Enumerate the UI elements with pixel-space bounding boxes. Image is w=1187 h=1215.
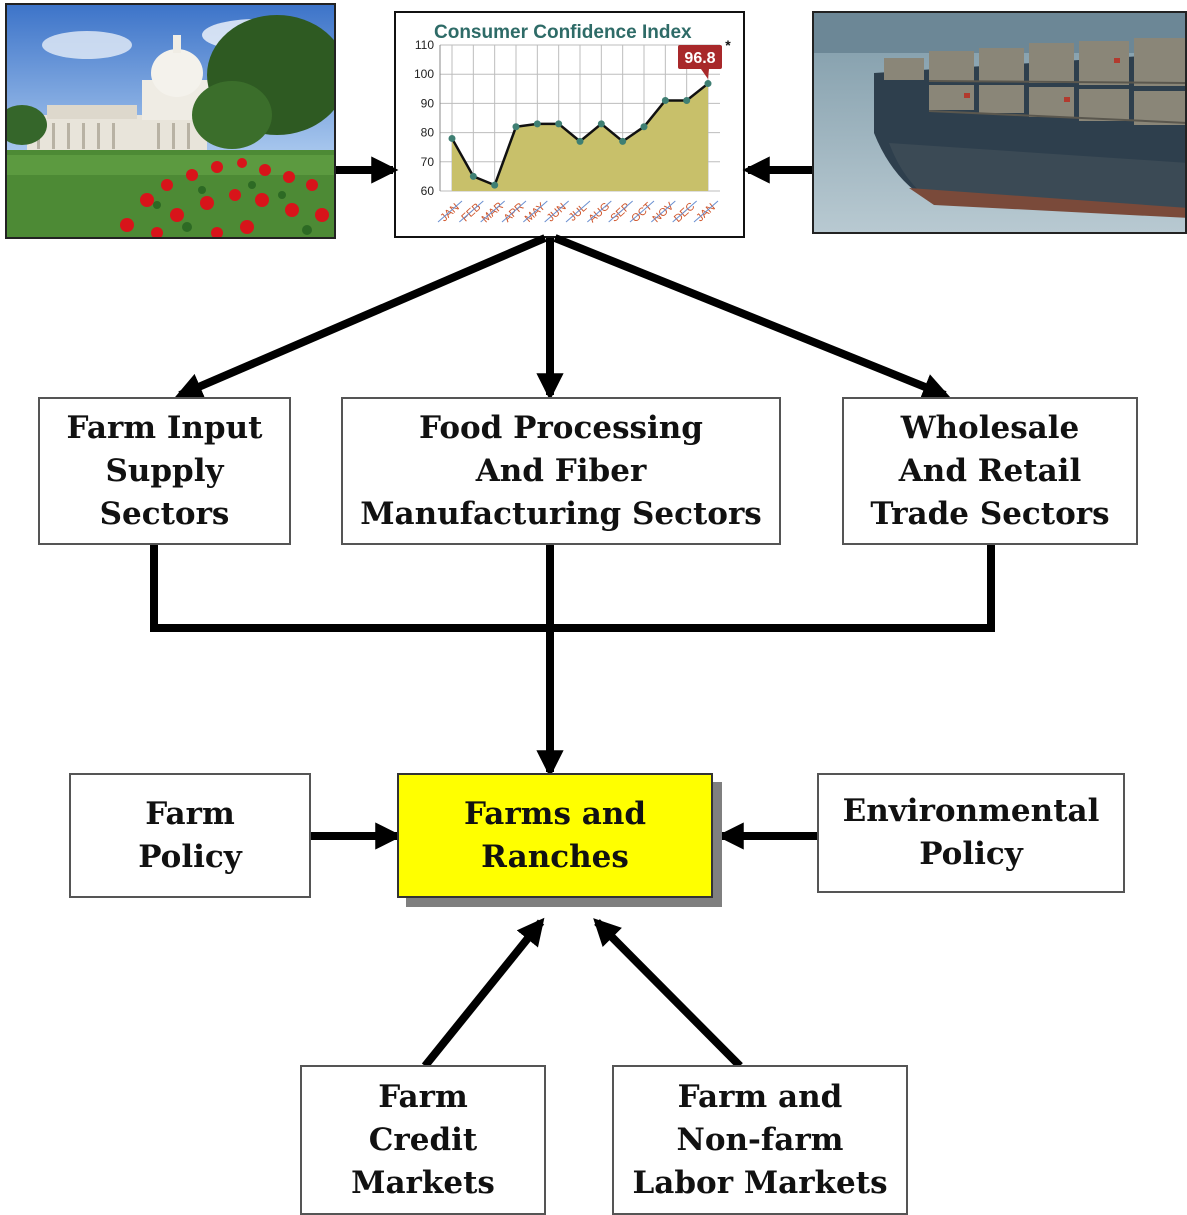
x-tick-underline: [437, 200, 463, 223]
data-point: [576, 137, 584, 145]
data-point: [491, 181, 499, 189]
y-tick-label: 90: [421, 96, 435, 110]
arrow-labor-to-farms: [593, 918, 743, 1069]
capitol-building-photo: [5, 3, 336, 239]
chart-callout: 96.8 *: [678, 37, 731, 79]
callout-label: 96.8: [684, 50, 715, 67]
y-tick-label: 100: [414, 67, 434, 81]
x-tick-underline: [629, 200, 655, 223]
x-tick-underline: [608, 200, 633, 223]
x-tick-underline: [651, 200, 676, 223]
y-tick-label: 60: [421, 184, 435, 198]
x-tick-underline: [672, 200, 697, 223]
x-tick-underline: [693, 200, 719, 223]
area-fill: [452, 83, 708, 191]
data-point: [597, 120, 605, 128]
chart-title: Consumer Confidence Index: [434, 22, 692, 43]
arrow-credit-to-farms: [421, 917, 545, 1069]
data-point: [533, 120, 541, 128]
x-tick-underline: [587, 200, 612, 223]
x-tick-underline: [544, 200, 569, 223]
arrow-to-farm-input: [175, 234, 547, 399]
consumer-confidence-chart: Consumer Confidence Index 60 70 80 90 100 110…: [394, 11, 745, 238]
y-tick-label: 110: [415, 38, 434, 52]
y-tick-label: 80: [421, 126, 435, 140]
arrow-to-wholesale: [553, 234, 951, 400]
callout-mark: *: [725, 37, 731, 53]
data-point: [683, 96, 691, 104]
x-tick-underline: [480, 200, 505, 223]
data-point: [469, 172, 477, 180]
data-point: [448, 134, 456, 142]
data-point: [555, 120, 563, 128]
x-tick-underline: [523, 200, 548, 223]
x-tick-underline: [565, 200, 591, 223]
data-point: [640, 123, 648, 131]
data-point: [512, 123, 520, 131]
sector-bracket: [150, 544, 995, 632]
cargo-ship-photo: [812, 11, 1187, 234]
data-point: [661, 96, 669, 104]
x-tick-underline: [459, 200, 484, 223]
data-point: [619, 137, 627, 145]
x-tick-underline: [501, 200, 527, 223]
data-point: [704, 80, 712, 88]
y-tick-label: 70: [421, 155, 435, 169]
